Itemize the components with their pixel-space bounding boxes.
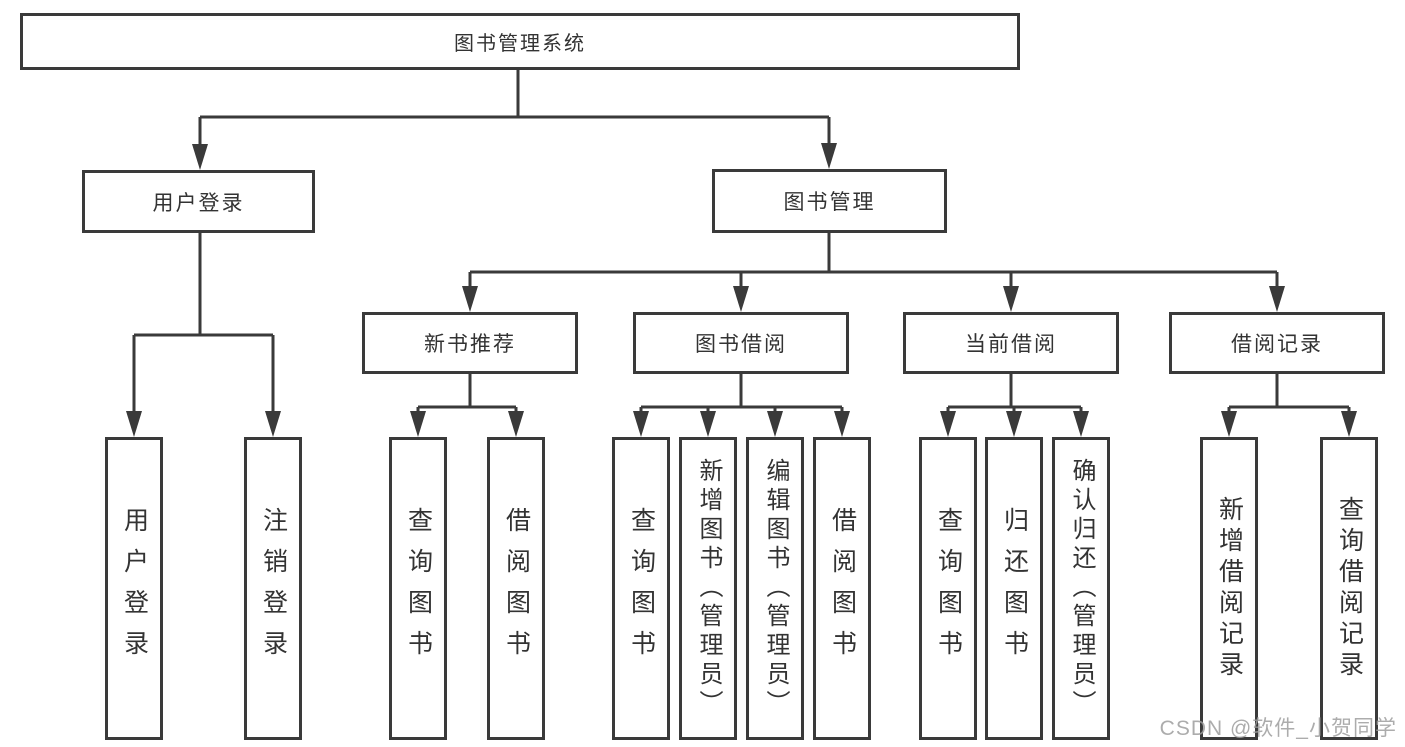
node-root: 图书管理系统 (20, 13, 1020, 70)
leaf-records-query-record-label: 查询借阅记录 (1335, 495, 1364, 682)
leaf-recommend-borrow-books-label: 借阅图书 (502, 506, 531, 671)
leaf-borrow-edit-books-admin: 编辑图书（管理员） (746, 437, 804, 740)
leaf-borrow-query-books: 查询图书 (612, 437, 670, 740)
node-user-login-label: 用户登录 (152, 191, 245, 215)
node-book-management: 图书管理 (712, 169, 947, 233)
node-current-borrow-label: 当前借阅 (965, 333, 1057, 356)
node-new-book-recommend: 新书推荐 (362, 312, 578, 374)
leaf-recommend-query-books: 查询图书 (389, 437, 447, 740)
leaf-current-return-books: 归还图书 (985, 437, 1043, 740)
leaf-user-login-label: 用户登录 (120, 506, 149, 671)
leaf-recommend-borrow-books: 借阅图书 (487, 437, 545, 740)
node-new-book-recommend-label: 新书推荐 (424, 333, 516, 356)
node-root-label: 图书管理系统 (454, 33, 586, 55)
node-book-borrow: 图书借阅 (633, 312, 849, 374)
leaf-borrow-query-books-label: 查询图书 (627, 506, 656, 671)
leaf-records-add-record-label: 新增借阅记录 (1215, 495, 1244, 682)
leaf-current-query-books: 查询图书 (919, 437, 977, 740)
leaf-logout: 注销登录 (244, 437, 302, 740)
node-current-borrow: 当前借阅 (903, 312, 1119, 374)
leaf-recommend-query-books-label: 查询图书 (404, 506, 433, 671)
node-user-login: 用户登录 (82, 170, 315, 233)
leaf-current-confirm-return-admin-label: 确认归还（管理员） (1068, 458, 1095, 719)
leaf-current-confirm-return-admin: 确认归还（管理员） (1052, 437, 1110, 740)
leaf-records-query-record: 查询借阅记录 (1320, 437, 1378, 740)
leaf-borrow-edit-books-admin-label: 编辑图书（管理员） (762, 458, 789, 719)
leaf-current-return-books-label: 归还图书 (1000, 506, 1029, 671)
node-book-management-label: 图书管理 (783, 191, 876, 214)
leaf-user-login: 用户登录 (105, 437, 163, 740)
node-book-borrow-label: 图书借阅 (695, 333, 787, 356)
node-borrow-records-label: 借阅记录 (1231, 333, 1323, 356)
leaf-borrow-add-books-admin-label: 新增图书（管理员） (695, 458, 722, 719)
leaf-borrow-borrow-books: 借阅图书 (813, 437, 871, 740)
watermark: CSDN @软件_小贺同学 (1159, 717, 1397, 740)
leaf-borrow-borrow-books-label: 借阅图书 (828, 506, 857, 671)
leaf-logout-label: 注销登录 (259, 506, 288, 671)
leaf-current-query-books-label: 查询图书 (934, 506, 963, 671)
leaf-borrow-add-books-admin: 新增图书（管理员） (679, 437, 737, 740)
node-borrow-records: 借阅记录 (1169, 312, 1385, 374)
leaf-records-add-record: 新增借阅记录 (1200, 437, 1258, 740)
